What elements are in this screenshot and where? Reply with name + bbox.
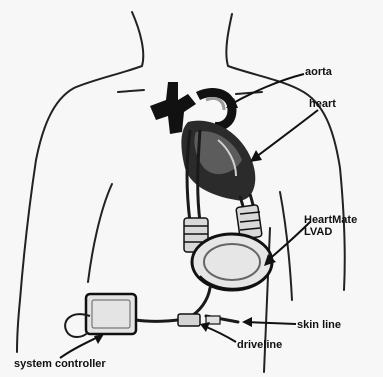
heart-label: heart <box>309 98 336 110</box>
lvad-pump <box>192 234 272 290</box>
system-controller-label: system controller <box>14 358 106 370</box>
heartmate-lvad-label-line-2: LVAD <box>304 226 374 238</box>
armpit-right <box>280 192 292 300</box>
heartmate-lvad-label: HeartMate LVAD <box>304 214 374 238</box>
aorta-label: aorta <box>305 66 332 78</box>
arrow-driveline <box>204 326 236 342</box>
skin-line-label: skin line <box>297 319 341 331</box>
arrow-heart <box>252 110 318 160</box>
arrow-aorta <box>228 74 304 106</box>
heartmate-lvad-label-line-1: HeartMate <box>304 214 374 226</box>
skin-line-connector <box>178 314 220 326</box>
arrow-controller <box>60 336 100 358</box>
armpit-left <box>88 184 112 282</box>
clavicle-left <box>118 90 144 92</box>
driveline-label: driveline <box>237 339 282 351</box>
system-controller-device <box>65 294 136 337</box>
heart-shape <box>181 121 255 201</box>
